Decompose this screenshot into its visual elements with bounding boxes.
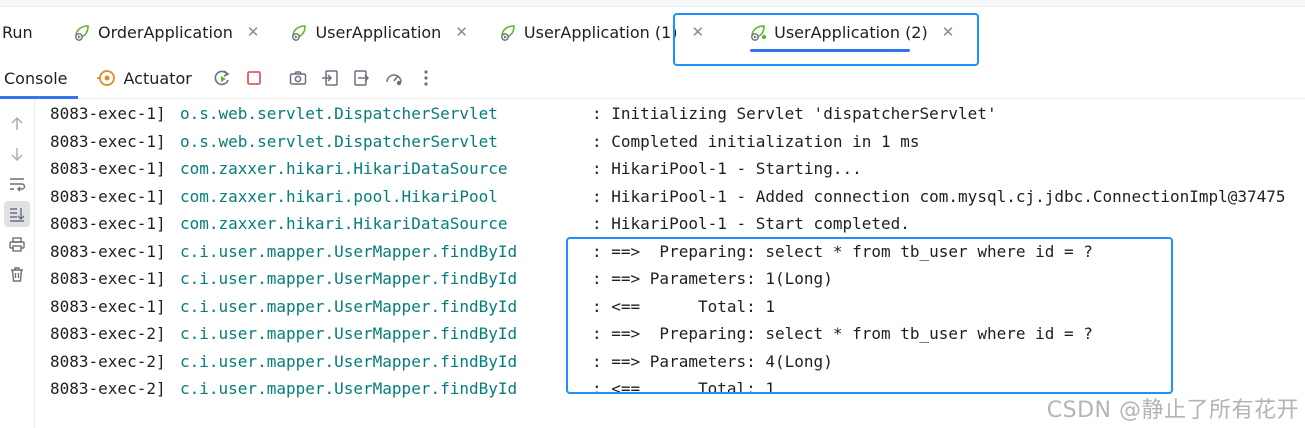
log-logger: com.zaxxer.hikari.pool.HikariPool bbox=[180, 186, 498, 206]
log-line: 8083-exec-1] o.s.web.servlet.DispatcherSe… bbox=[50, 128, 920, 155]
log-logger: c.i.user.mapper.UserMapper.findById bbox=[180, 241, 518, 261]
clear-all-button[interactable] bbox=[0, 261, 34, 287]
run-tabs-bar: Run OrderApplication ✕ UserApplication ✕… bbox=[0, 6, 1305, 58]
print-button[interactable] bbox=[0, 231, 34, 257]
scroll-to-end-button[interactable] bbox=[4, 201, 30, 227]
log-message: : <== Total: 1 bbox=[592, 296, 776, 316]
log-thread: 8083-exec-1] bbox=[50, 104, 166, 123]
gauge-icon bbox=[386, 74, 402, 86]
log-logger: o.s.web.servlet.DispatcherServlet bbox=[180, 131, 498, 151]
tab-order-application[interactable]: OrderApplication ✕ bbox=[64, 12, 267, 52]
run-panel-title: Run bbox=[2, 22, 33, 42]
log-line: 8083-exec-1] com.zaxxer.hikari.HikariData… bbox=[50, 155, 862, 182]
log-thread: 8083-exec-1] bbox=[50, 269, 166, 288]
log-thread: 8083-exec-1] bbox=[50, 131, 166, 151]
log-message: : HikariPool-1 - Added connection com.my… bbox=[592, 186, 1286, 206]
log-thread: 8083-exec-1] bbox=[50, 241, 166, 261]
log-logger: com.zaxxer.hikari.HikariDataSource bbox=[180, 159, 508, 178]
tab-user-application-2[interactable]: UserApplication (2) ✕ bbox=[740, 12, 962, 52]
profiler-button[interactable] bbox=[378, 62, 410, 94]
log-thread: 8083-exec-1] bbox=[50, 186, 166, 206]
log-thread: 8083-exec-1] bbox=[50, 214, 166, 233]
tab-label: UserApplication bbox=[315, 22, 442, 42]
log-line: 8083-exec-1] com.zaxxer.hikari.pool.Hikar… bbox=[50, 183, 1286, 210]
log-message: : ==> Preparing: select * from tb_user w… bbox=[592, 241, 1093, 261]
log-logger: c.i.user.mapper.UserMapper.findById bbox=[180, 296, 518, 316]
console-toolbar: Console Actuator bbox=[0, 58, 1305, 99]
tab-user-application-1[interactable]: UserApplication (1) ✕ bbox=[490, 12, 712, 52]
import-button[interactable] bbox=[346, 62, 378, 94]
rerun-button[interactable] bbox=[206, 62, 238, 94]
arrow-up-icon bbox=[11, 116, 23, 130]
actuator-icon bbox=[96, 70, 115, 86]
log-logger: c.i.user.mapper.UserMapper.findById bbox=[180, 351, 518, 371]
tab-label: UserApplication (1) bbox=[523, 22, 678, 42]
console-output[interactable]: 8083-exec-1] o.s.web.servlet.DispatcherSe… bbox=[35, 99, 1305, 428]
log-logger: c.i.user.mapper.UserMapper.findById bbox=[180, 324, 518, 343]
log-message: : Completed initialization in 1 ms bbox=[592, 131, 920, 151]
log-message: : ==> Preparing: select * from tb_user w… bbox=[592, 324, 1093, 343]
export-button[interactable] bbox=[314, 62, 346, 94]
scroll-to-end-icon bbox=[10, 208, 25, 222]
stop-button[interactable] bbox=[238, 62, 270, 94]
log-logger: o.s.web.servlet.DispatcherServlet bbox=[180, 104, 498, 123]
rerun-icon bbox=[214, 70, 230, 86]
log-thread: 8083-exec-2] bbox=[50, 324, 166, 343]
log-thread: 8083-exec-1] bbox=[50, 296, 166, 316]
log-message: : ==> Parameters: 4(Long) bbox=[592, 351, 833, 371]
log-thread: 8083-exec-2] bbox=[50, 379, 166, 398]
log-logger: c.i.user.mapper.UserMapper.findById bbox=[180, 269, 518, 288]
log-line: 8083-exec-1] c.i.user.mapper.UserMapper.f… bbox=[50, 293, 775, 320]
log-line: 8083-exec-1] o.s.web.servlet.DispatcherSe… bbox=[50, 100, 997, 127]
watermark: CSDN @静止了所有花开 bbox=[1046, 398, 1299, 423]
spring-boot-icon bbox=[292, 25, 307, 41]
console-actions bbox=[206, 62, 442, 94]
arrow-down-icon bbox=[11, 148, 23, 162]
log-line: 8083-exec-1] c.i.user.mapper.UserMapper.f… bbox=[50, 265, 833, 292]
screenshot-button[interactable] bbox=[282, 62, 314, 94]
printer-icon bbox=[9, 237, 25, 252]
log-message: : HikariPool-1 - Starting... bbox=[592, 159, 862, 178]
log-line: 8083-exec-2] c.i.user.mapper.UserMapper.f… bbox=[50, 375, 775, 402]
close-icon[interactable]: ✕ bbox=[455, 23, 468, 41]
tab-label: UserApplication (2) bbox=[774, 22, 928, 42]
soft-wrap-button[interactable] bbox=[0, 171, 34, 197]
close-icon[interactable]: ✕ bbox=[246, 23, 260, 41]
actuator-tab-label: Actuator bbox=[123, 68, 192, 88]
stop-icon bbox=[246, 71, 261, 85]
log-line: 8083-exec-1] c.i.user.mapper.UserMapper.f… bbox=[50, 238, 1093, 265]
more-options-button[interactable] bbox=[410, 62, 442, 94]
log-line: 8083-exec-2] c.i.user.mapper.UserMapper.f… bbox=[50, 320, 1093, 347]
spring-boot-icon bbox=[751, 25, 767, 41]
console-tab-label: Console bbox=[4, 68, 68, 88]
spring-boot-icon bbox=[75, 25, 89, 41]
close-icon[interactable]: ✕ bbox=[691, 23, 705, 41]
scroll-down-button[interactable] bbox=[0, 141, 34, 167]
spring-boot-icon bbox=[501, 25, 515, 41]
export-icon bbox=[321, 70, 338, 86]
log-message: : <== Total: 1 bbox=[592, 379, 776, 398]
log-thread: 8083-exec-2] bbox=[50, 351, 166, 371]
tab-actuator[interactable]: Actuator bbox=[96, 58, 192, 98]
log-logger: c.i.user.mapper.UserMapper.findById bbox=[180, 379, 518, 398]
log-message: : ==> Parameters: 1(Long) bbox=[592, 269, 833, 288]
close-icon[interactable]: ✕ bbox=[941, 23, 955, 41]
soft-wrap-icon bbox=[10, 178, 26, 192]
tab-user-application[interactable]: UserApplication ✕ bbox=[281, 12, 475, 52]
log-line: 8083-exec-1] com.zaxxer.hikari.HikariData… bbox=[50, 210, 910, 237]
tab-console[interactable]: Console bbox=[0, 58, 78, 99]
log-thread: 8083-exec-1] bbox=[50, 159, 166, 178]
log-logger: com.zaxxer.hikari.HikariDataSource bbox=[180, 214, 508, 233]
log-line: 8083-exec-2] c.i.user.mapper.UserMapper.f… bbox=[50, 348, 833, 375]
tab-label: OrderApplication bbox=[98, 22, 233, 42]
scroll-up-button[interactable] bbox=[0, 111, 34, 137]
console-side-toolbar bbox=[0, 99, 35, 428]
log-message: : Initializing Servlet 'dispatcherServle… bbox=[592, 104, 997, 123]
top-strip bbox=[0, 0, 1305, 7]
import-icon bbox=[354, 70, 369, 86]
more-vertical-icon bbox=[424, 70, 428, 86]
camera-icon bbox=[289, 71, 307, 85]
trash-icon bbox=[11, 267, 23, 282]
log-message: : HikariPool-1 - Start completed. bbox=[592, 214, 910, 233]
